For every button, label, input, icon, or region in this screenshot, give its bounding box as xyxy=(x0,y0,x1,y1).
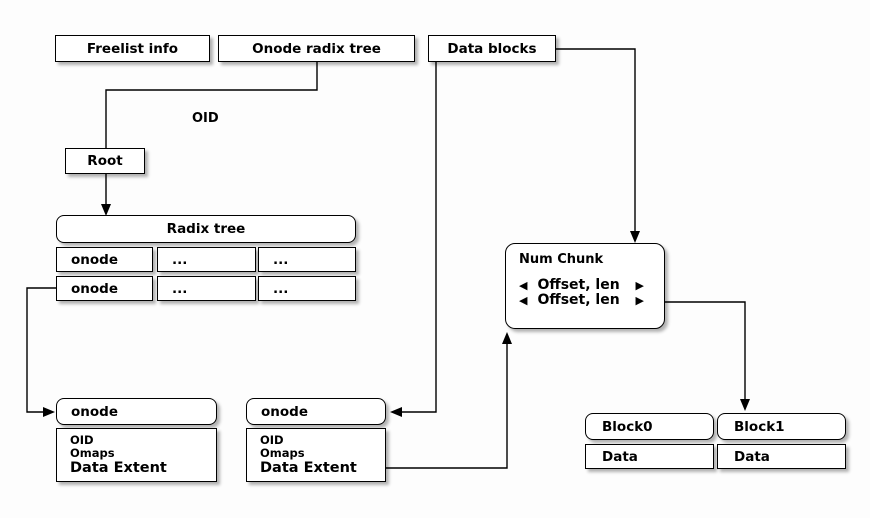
radix-tree-header: Radix tree xyxy=(56,215,356,243)
arrowhead-right-icon xyxy=(43,407,55,417)
block0-data-cell: Data xyxy=(585,444,714,469)
left-onode-body: OID Omaps Data Extent xyxy=(56,428,217,482)
freelist-info-label: Freelist info xyxy=(86,40,179,57)
radix-cell-ellipsis: ... xyxy=(258,247,356,272)
left-onode-field-data-extent: Data Extent xyxy=(70,459,167,476)
radix-cell-onode: onode xyxy=(56,276,153,301)
right-triangle-icon: ▶ xyxy=(635,294,644,307)
right-onode-field-oid: OID xyxy=(260,432,284,447)
right-onode-field-data-extent: Data Extent xyxy=(260,459,357,476)
left-onode-title: onode xyxy=(71,403,118,420)
arrowhead-down-icon xyxy=(630,231,640,243)
left-triangle-icon: ◀ xyxy=(519,279,528,292)
block1-title: Block1 xyxy=(734,418,785,435)
radix-cell-label: onode xyxy=(71,251,118,268)
radix-cell-ellipsis: ... xyxy=(258,276,356,301)
root-box: Root xyxy=(65,148,145,174)
data-blocks-box: Data blocks xyxy=(428,35,556,62)
right-onode-field-omaps: Omaps xyxy=(260,445,305,460)
radix-cell-ellipsis: ... xyxy=(157,276,256,301)
left-onode-field-oid: OID xyxy=(70,432,94,447)
edge-right-onode-to-numchunk xyxy=(386,343,508,469)
right-onode-title: onode xyxy=(261,403,308,420)
left-onode-field-omaps: Omaps xyxy=(70,445,115,460)
arrowhead-left-icon xyxy=(390,407,402,417)
radix-cell-label: onode xyxy=(71,280,118,297)
arrowhead-up-icon xyxy=(502,332,512,344)
left-onode-header: onode xyxy=(56,398,217,425)
offset-len-label: Offset, len xyxy=(537,277,620,293)
edge-onodetree-to-root xyxy=(105,62,318,148)
freelist-info-box: Freelist info xyxy=(55,35,210,62)
block1-data-label: Data xyxy=(734,448,770,465)
num-chunk-entry: ◀ Offset, len ▶ xyxy=(519,278,654,293)
radix-cell-label: ... xyxy=(172,251,188,268)
edge-numchunk-to-block1 xyxy=(665,301,746,400)
block0-data-label: Data xyxy=(602,448,638,465)
root-label: Root xyxy=(87,153,123,169)
right-triangle-icon: ▶ xyxy=(635,279,644,292)
arrowhead-down-icon xyxy=(740,399,750,411)
radix-cell-label: ... xyxy=(172,280,188,297)
block0-header: Block0 xyxy=(585,413,714,440)
radix-tree-title: Radix tree xyxy=(166,221,246,237)
offset-len-label: Offset, len xyxy=(537,292,620,308)
block1-header: Block1 xyxy=(717,413,846,440)
right-onode-body: OID Omaps Data Extent xyxy=(246,428,386,482)
edge-datablocks-to-right-onode xyxy=(400,62,437,413)
edge-datablocks-to-numchunk xyxy=(556,48,636,232)
num-chunk-title: Num Chunk xyxy=(519,252,604,267)
block0-title: Block0 xyxy=(602,418,653,435)
right-onode-header: onode xyxy=(246,398,386,425)
data-blocks-label: Data blocks xyxy=(447,40,537,57)
edge-radixrow-to-left-onode xyxy=(26,287,56,413)
radix-cell-onode: onode xyxy=(56,247,153,272)
radix-cell-label: ... xyxy=(273,280,289,297)
onode-radix-tree-label: Onode radix tree xyxy=(252,40,381,57)
arrowhead-down-icon xyxy=(101,204,111,216)
num-chunk-box: Num Chunk ◀ Offset, len ▶ ◀ Offset, len … xyxy=(505,243,665,329)
oid-edge-label: OID xyxy=(192,111,219,126)
num-chunk-entry: ◀ Offset, len ▶ xyxy=(519,293,654,308)
block1-data-cell: Data xyxy=(717,444,846,469)
left-triangle-icon: ◀ xyxy=(519,294,528,307)
radix-cell-ellipsis: ... xyxy=(157,247,256,272)
onode-radix-tree-box: Onode radix tree xyxy=(218,35,415,62)
radix-cell-label: ... xyxy=(273,251,289,268)
